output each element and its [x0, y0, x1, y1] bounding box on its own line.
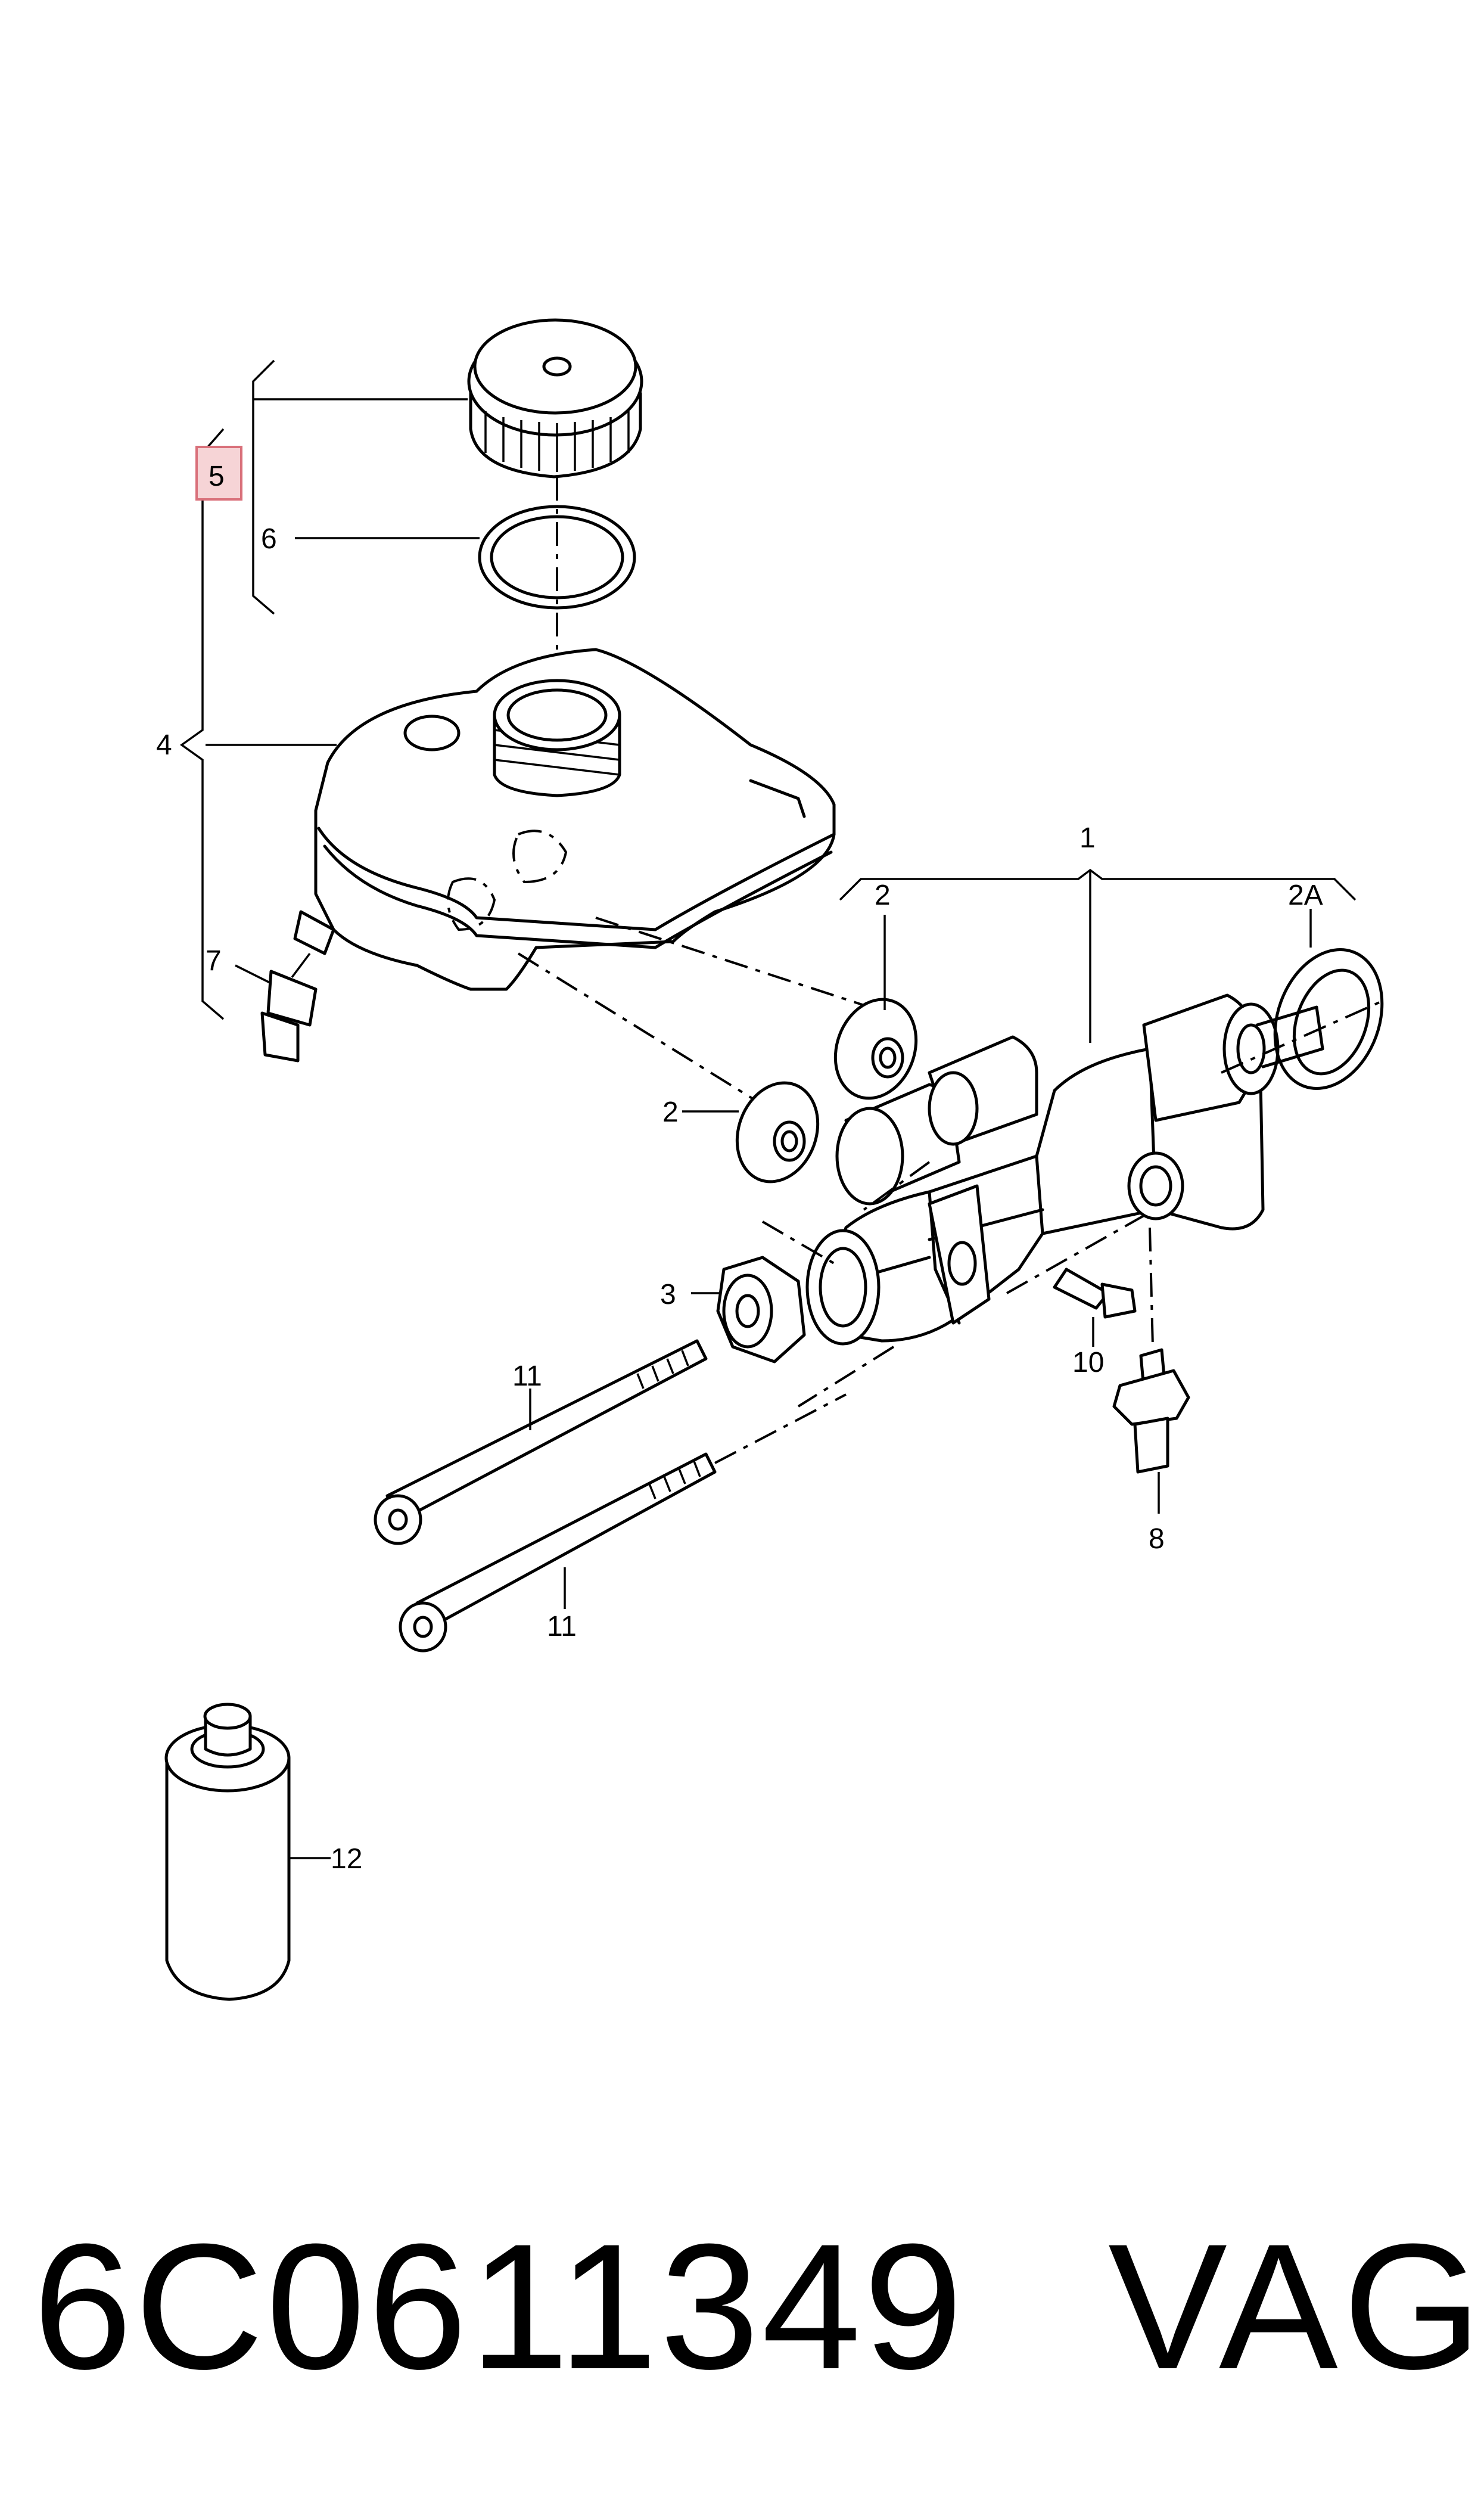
callout-1: 1: [1079, 822, 1096, 854]
callout-2A: 2A: [1288, 880, 1323, 911]
hex-plug-nut: [716, 1256, 806, 1363]
pressure-switch: [1112, 1348, 1190, 1474]
callout-5: 5: [209, 461, 225, 492]
callout-3: 3: [660, 1279, 676, 1310]
master-cylinder-body: [761, 870, 1324, 1408]
reservoir-grommet-upper: [833, 998, 918, 1100]
highlighted-callout-box: [195, 446, 242, 501]
callout-2-upper: 2: [875, 880, 891, 911]
flange-gasket: [1221, 948, 1384, 1090]
brake-fluid-bottle: [164, 1703, 291, 2001]
callout-7: 7: [206, 945, 222, 977]
callout-8: 8: [1149, 1523, 1165, 1555]
long-bolt-upper: [374, 1339, 708, 1545]
bolt: [1053, 1268, 1137, 1319]
callout-4: 4: [156, 729, 172, 761]
callout-11-upper: 11: [512, 1361, 542, 1392]
part-number-caption: 6C0611349: [33, 2206, 966, 2406]
reservoir-grommet-lower: [735, 1081, 820, 1184]
fluid-level-sensor: [260, 910, 335, 1063]
callout-12: 12: [331, 1843, 362, 1875]
brake-fluid-reservoir: [314, 648, 870, 1110]
callout-2-lower: 2: [662, 1097, 679, 1128]
callout-11-lower: 11: [547, 1611, 577, 1642]
callout-labels: 1 2 2A 2 3 4 5 6 7 8 10 11 11 12: [156, 461, 1323, 1875]
brand-caption: VAG: [1108, 2206, 1484, 2406]
callout-10: 10: [1072, 1347, 1104, 1378]
reservoir-cap: [467, 318, 643, 479]
callout-6: 6: [261, 523, 277, 555]
cap-seal-ring: [478, 505, 636, 610]
long-bolt-lower: [399, 1393, 847, 1653]
